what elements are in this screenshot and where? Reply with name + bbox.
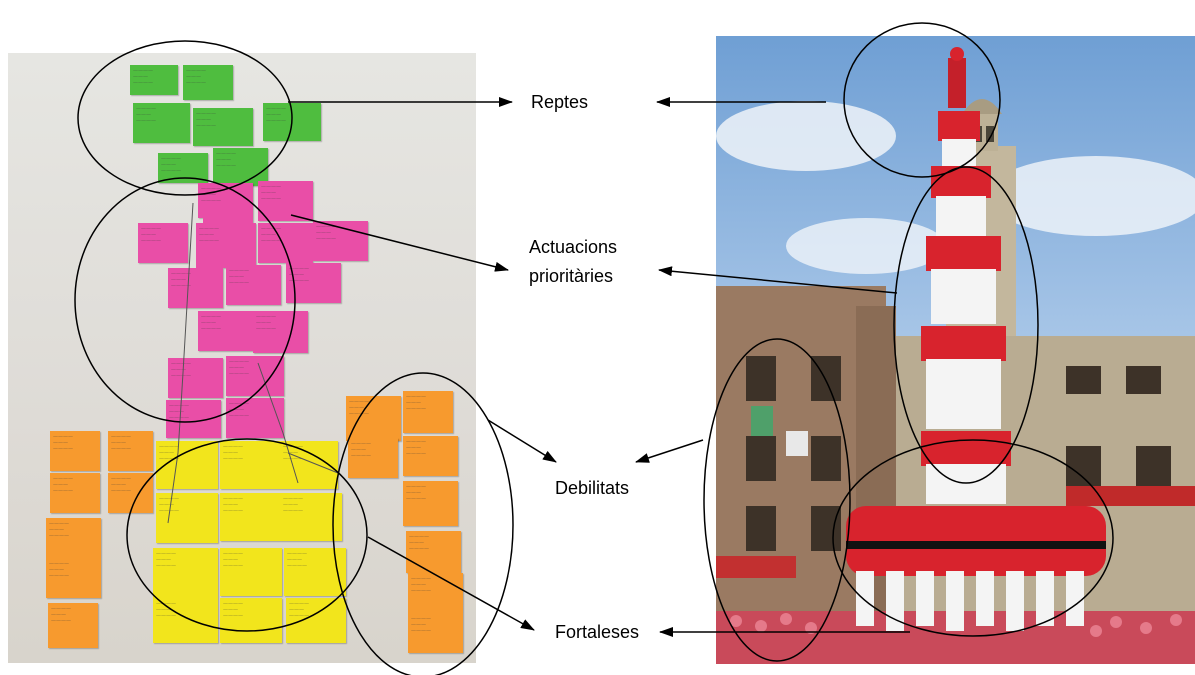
- label-reptes: Reptes: [531, 92, 589, 112]
- green-sticky-note: ———————————: [213, 148, 268, 186]
- debilitats-ellipse-left: [332, 372, 514, 675]
- actuacions-arrow-left: [290, 214, 509, 272]
- orange-sticky-note: ———————————: [403, 436, 458, 476]
- human-tower-illustration: [716, 36, 1195, 664]
- yellow-sticky-note: ———————————: [156, 441, 218, 489]
- yellow-sticky-note: ———————————: [153, 548, 218, 598]
- yellow-sticky-note: ———————————: [220, 493, 280, 541]
- orange-sticky-note: ———————————: [46, 518, 101, 558]
- fortaleses-arrow-left: [367, 536, 535, 631]
- green-sticky-note: ———————————: [183, 65, 233, 100]
- debilitats-arrow-right: [635, 439, 704, 463]
- yellow-sticky-note: ———————————: [280, 493, 342, 541]
- pink-sticky-note: ———————————: [253, 311, 308, 353]
- green-sticky-note: ———————————: [130, 65, 178, 95]
- green-sticky-note: ———————————: [133, 103, 190, 143]
- orange-sticky-note: ———————————: [108, 473, 153, 513]
- label-prioritaries: prioritàries: [529, 266, 614, 286]
- yellow-sticky-note: ———————————: [284, 548, 346, 596]
- label-fortaleses: Fortaleses: [555, 622, 640, 642]
- orange-sticky-note: ———————————: [50, 473, 100, 513]
- pink-sticky-note: ———————————: [258, 181, 313, 221]
- pink-sticky-note: ———————————: [258, 223, 313, 263]
- pink-sticky-note: ———————————: [198, 311, 263, 351]
- yellow-sticky-note: ———————————: [220, 598, 282, 643]
- yellow-sticky-note: ———————————: [286, 598, 346, 643]
- orange-sticky-note: ———————————: [108, 431, 153, 471]
- orange-sticky-note: ———————————: [403, 481, 458, 526]
- reptes-ellipse-right: [843, 22, 1001, 178]
- fortaleses-ellipse-left: [126, 438, 368, 632]
- orange-sticky-note: ———————————: [403, 391, 453, 433]
- orange-sticky-note: ———————————: [48, 603, 98, 648]
- pink-sticky-note: ———————————: [168, 268, 223, 308]
- pink-sticky-note: ———————————: [226, 265, 281, 305]
- fortaleses-ellipse-right: [832, 439, 1114, 637]
- pink-sticky-note: ———————————: [226, 398, 284, 438]
- orange-sticky-note: ———————————: [346, 396, 401, 441]
- human-tower-photo: [716, 36, 1195, 664]
- green-sticky-note: ———————————: [193, 108, 253, 146]
- pink-sticky-note: ———————————: [138, 223, 188, 263]
- orange-sticky-note: ———————————: [406, 531, 461, 573]
- actuacions-ellipse-right: [893, 166, 1039, 484]
- board-connector-lines: [167, 202, 339, 524]
- pink-sticky-note: ———————————: [226, 356, 284, 396]
- pink-sticky-note: ———————————: [168, 358, 223, 398]
- orange-sticky-note: ———————————: [408, 573, 463, 613]
- debilitats-ellipse-right: [703, 338, 851, 662]
- reptes-ellipse-left: [77, 40, 293, 196]
- debilitats-arrow-left: [487, 419, 557, 463]
- orange-sticky-note: ———————————: [348, 438, 398, 478]
- orange-sticky-note: ———————————: [408, 613, 463, 653]
- yellow-sticky-note: ———————————: [153, 598, 218, 643]
- sticky-notes-photo: ————————————————————————————————————————…: [8, 53, 476, 663]
- orange-sticky-note: ———————————: [50, 431, 100, 471]
- pink-sticky-note: ———————————: [196, 223, 256, 268]
- yellow-sticky-note: ———————————: [220, 441, 280, 489]
- yellow-sticky-note: ———————————: [220, 548, 282, 596]
- actuacions-ellipse-left: [74, 177, 296, 423]
- label-debilitats: Debilitats: [555, 478, 630, 498]
- yellow-sticky-note: ———————————: [156, 493, 218, 543]
- label-actuacions: Actuacions: [529, 237, 618, 257]
- orange-sticky-note: ———————————: [46, 558, 101, 598]
- actuacions-arrow-right: [658, 266, 898, 294]
